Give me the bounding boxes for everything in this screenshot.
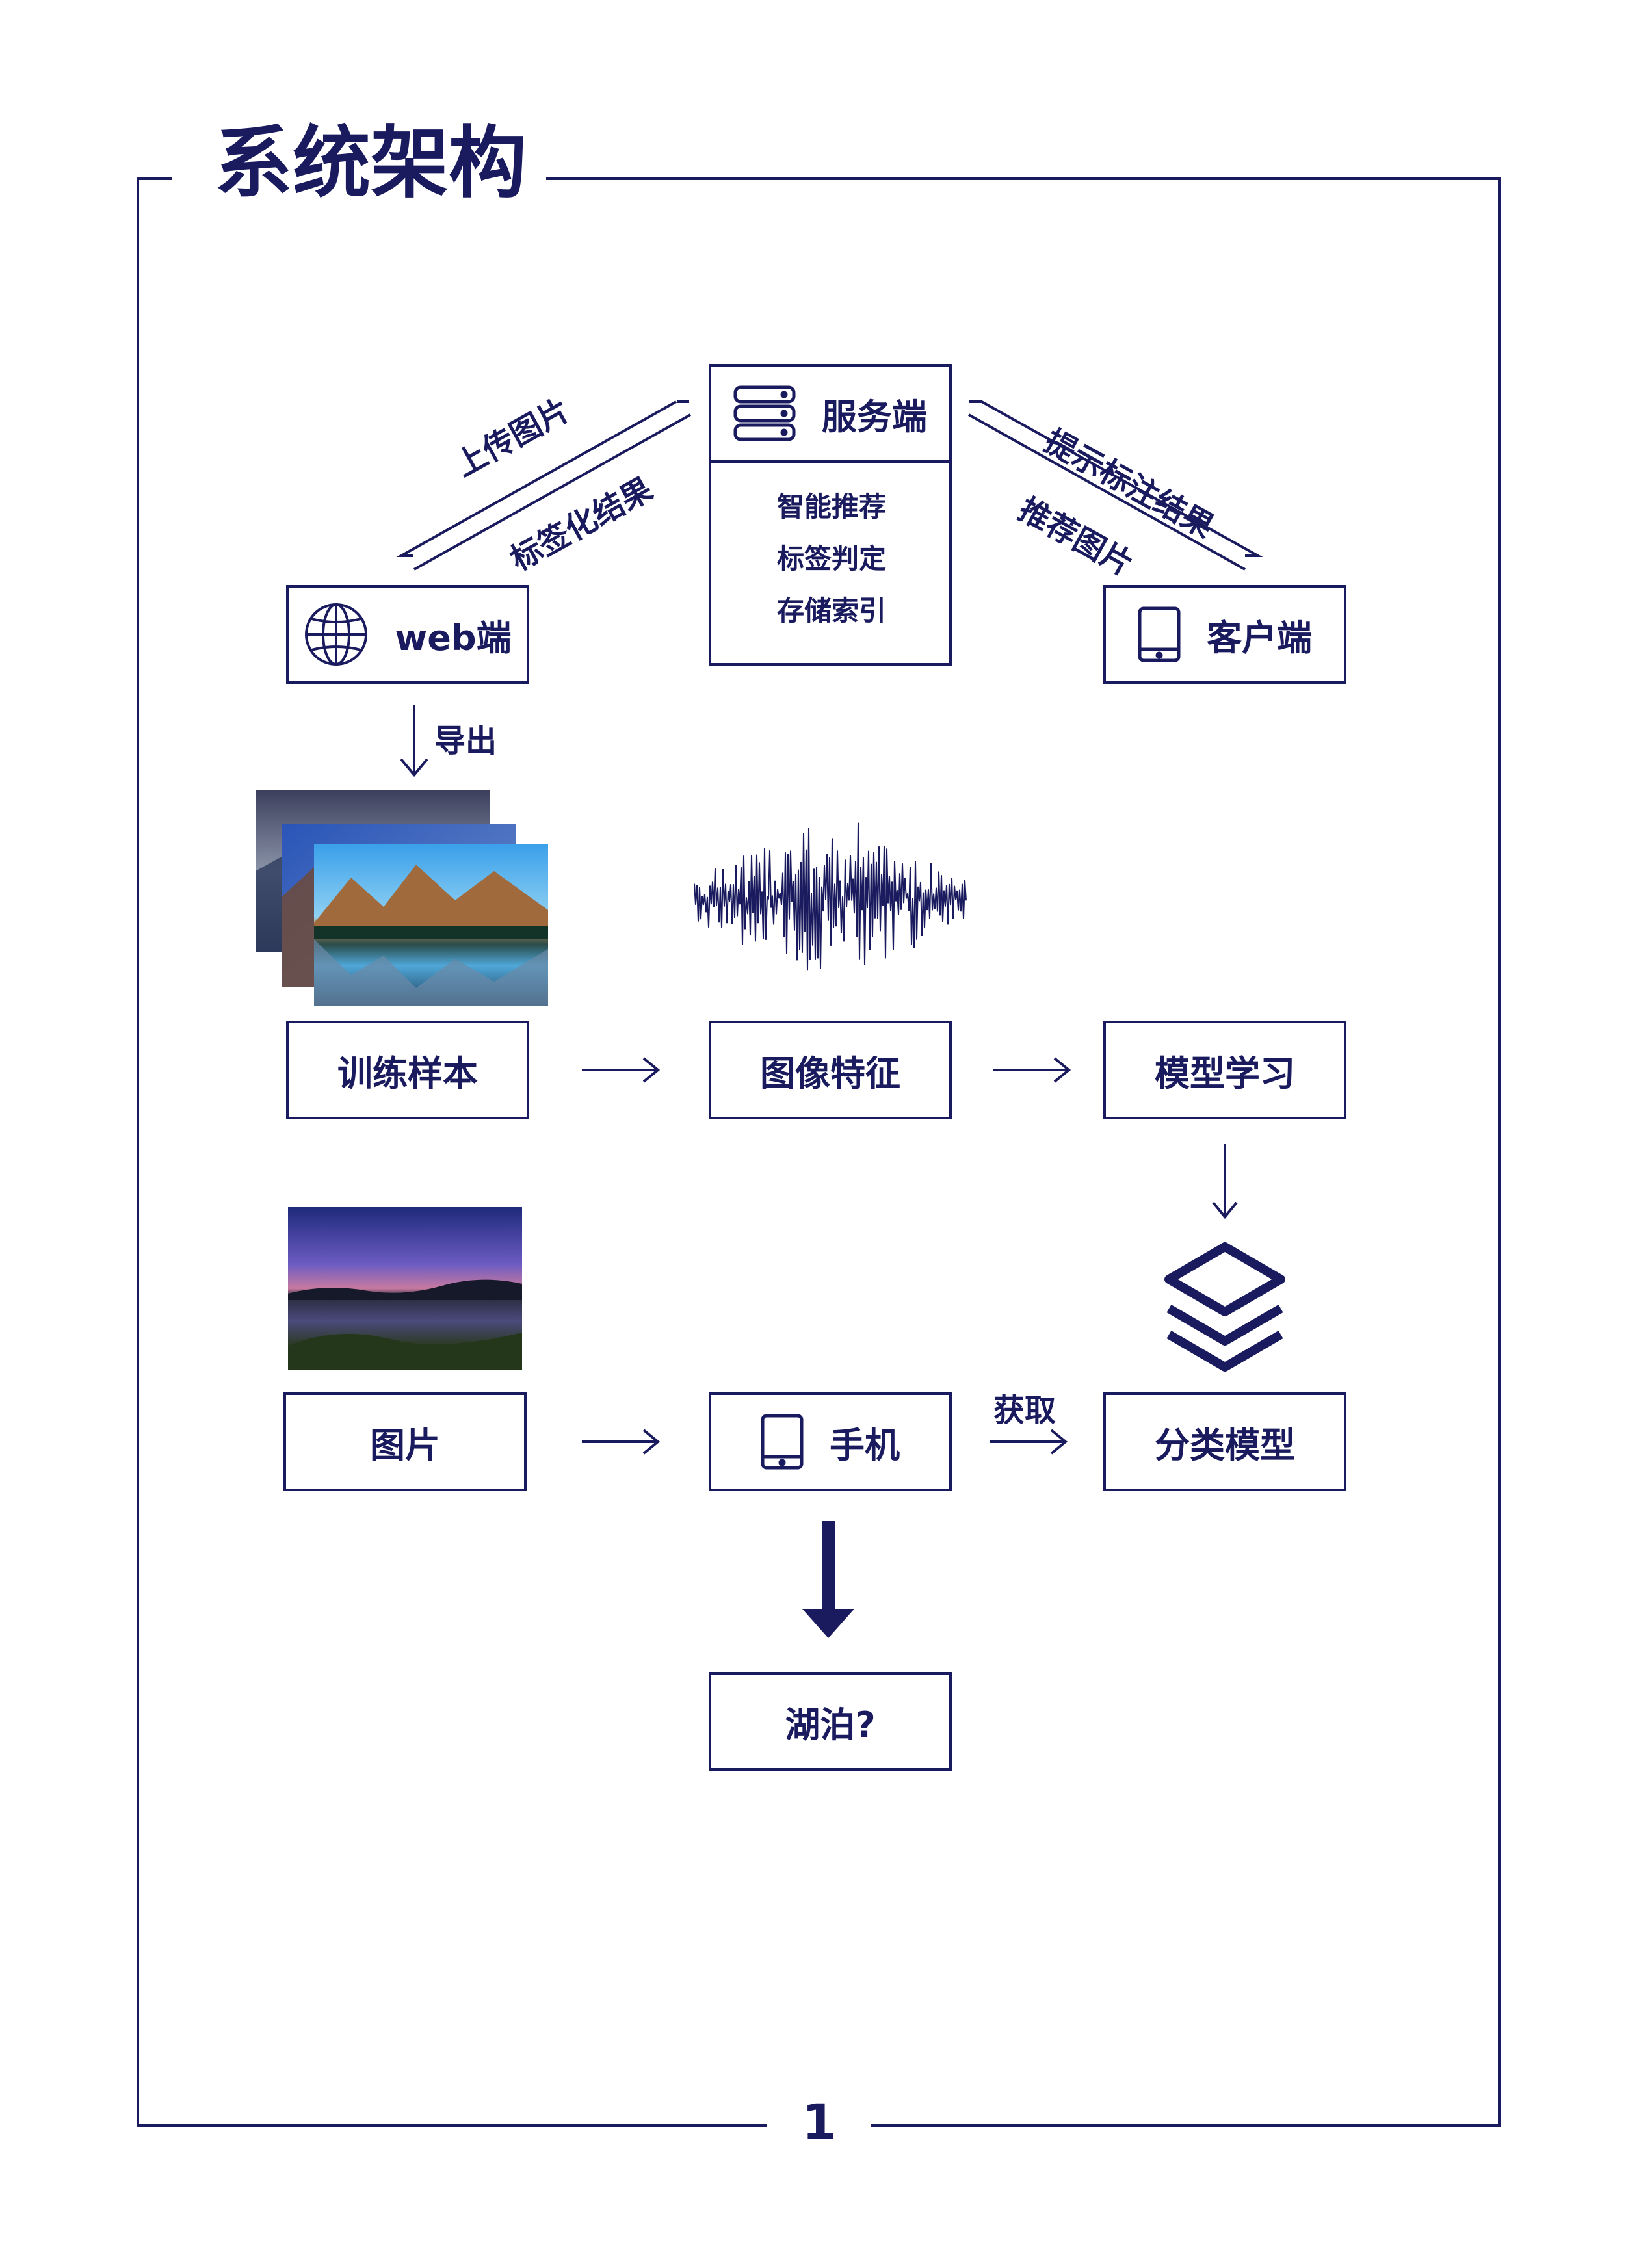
server-label: 服务端 bbox=[822, 396, 927, 437]
result-node: 湖泊? bbox=[709, 1672, 952, 1771]
training-photos bbox=[256, 790, 548, 1006]
image-features-label: 图像特征 bbox=[760, 1052, 900, 1094]
training-samples-label: 训练样本 bbox=[337, 1052, 478, 1094]
classifier-node: 分类模型 bbox=[1103, 1392, 1346, 1491]
result-arrow bbox=[802, 1521, 854, 1638]
model-learning-label: 模型学习 bbox=[1155, 1052, 1295, 1094]
server-functions: 智能推荐 标签判定 存储索引 bbox=[711, 481, 952, 637]
phone-node: 手机 bbox=[709, 1392, 952, 1491]
function-recommend: 智能推荐 bbox=[776, 491, 886, 523]
function-index: 存储索引 bbox=[776, 595, 886, 627]
web-node: web端 bbox=[286, 585, 529, 684]
function-tagging: 标签判定 bbox=[776, 543, 886, 575]
export-arrow bbox=[400, 705, 428, 777]
page-number: 1 bbox=[767, 2093, 871, 2151]
server-client-arrows bbox=[968, 400, 1263, 571]
web-server-arrows bbox=[396, 400, 691, 571]
web-label: web端 bbox=[395, 617, 512, 658]
flow-arrows bbox=[582, 1057, 1238, 1455]
phone-icon bbox=[761, 1414, 804, 1470]
picture-label: 图片 bbox=[370, 1424, 440, 1466]
picture-node: 图片 bbox=[283, 1392, 527, 1491]
globe-icon bbox=[304, 602, 369, 667]
page-title: 系统架构 bbox=[195, 117, 546, 211]
feature-waveform bbox=[694, 822, 967, 971]
label-export: 导出 bbox=[434, 723, 497, 759]
label-acquire: 获取 bbox=[993, 1392, 1056, 1429]
result-label: 湖泊? bbox=[785, 1704, 876, 1745]
server-icon bbox=[733, 385, 796, 441]
training-samples-node: 训练样本 bbox=[286, 1021, 529, 1119]
tablet-icon bbox=[1138, 606, 1181, 662]
image-features-node: 图像特征 bbox=[709, 1021, 952, 1119]
lake-photo bbox=[288, 1207, 522, 1370]
model-learning-node: 模型学习 bbox=[1103, 1021, 1346, 1119]
page-frame bbox=[137, 177, 1501, 2127]
phone-label: 手机 bbox=[830, 1424, 900, 1466]
server-node: 服务端 bbox=[709, 364, 952, 463]
server-functions-box bbox=[709, 460, 952, 666]
classifier-label: 分类模型 bbox=[1155, 1424, 1295, 1466]
layers-icon bbox=[1164, 1242, 1285, 1372]
client-label: 客户端 bbox=[1207, 617, 1312, 658]
client-node: 客户端 bbox=[1103, 585, 1346, 684]
